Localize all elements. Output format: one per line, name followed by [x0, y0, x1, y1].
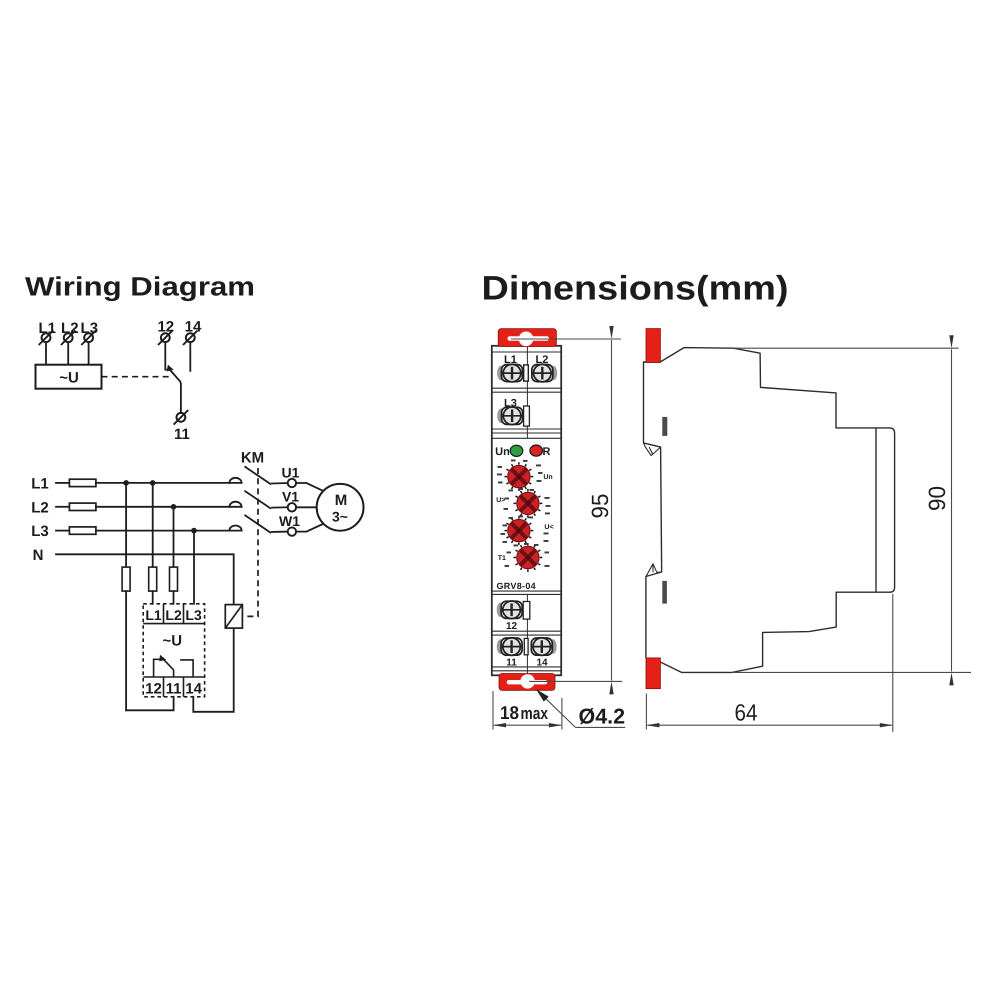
svg-text:M: M: [335, 492, 348, 509]
svg-text:12: 12: [145, 680, 162, 697]
svg-text:U1: U1: [282, 465, 300, 481]
svg-text:W1: W1: [279, 513, 300, 529]
svg-text:11: 11: [506, 658, 517, 669]
svg-text:11: 11: [174, 426, 190, 443]
svg-text:Dimensions(mm): Dimensions(mm): [482, 270, 789, 308]
svg-text:~U: ~U: [163, 633, 183, 650]
svg-text:L2: L2: [165, 607, 182, 623]
svg-text:KM: KM: [241, 450, 264, 467]
svg-text:12: 12: [157, 319, 174, 336]
svg-text:14: 14: [185, 680, 202, 697]
svg-text:L2: L2: [535, 354, 548, 366]
svg-text:V1: V1: [282, 489, 299, 505]
svg-text:95: 95: [587, 494, 613, 519]
svg-text:14: 14: [185, 319, 202, 336]
svg-text:R: R: [543, 446, 551, 458]
svg-text:90: 90: [924, 486, 950, 511]
svg-text:12: 12: [506, 621, 518, 632]
svg-text:L1: L1: [31, 475, 49, 492]
svg-text:N: N: [33, 547, 44, 564]
svg-text:L3: L3: [185, 607, 202, 623]
svg-text:14: 14: [536, 658, 548, 669]
svg-text:Ø4.2: Ø4.2: [579, 705, 626, 729]
svg-text:Un: Un: [543, 474, 552, 481]
svg-text:U>: U>: [496, 497, 505, 504]
svg-text:L1: L1: [504, 354, 517, 366]
svg-text:Un: Un: [495, 446, 510, 458]
svg-text:max: max: [521, 704, 549, 723]
svg-text:Wiring Diagram: Wiring Diagram: [25, 272, 255, 302]
svg-text:11: 11: [166, 680, 182, 697]
svg-text:64: 64: [735, 700, 758, 726]
svg-text:L1: L1: [145, 607, 162, 623]
svg-text:T1: T1: [498, 555, 506, 562]
svg-text:GRV8-04: GRV8-04: [497, 581, 536, 591]
svg-text:18: 18: [500, 702, 519, 723]
svg-text:L2: L2: [31, 499, 49, 516]
svg-text:L3: L3: [31, 523, 49, 540]
svg-text:U<: U<: [544, 524, 553, 531]
svg-text:~U: ~U: [59, 370, 79, 387]
svg-text:3~: 3~: [332, 509, 348, 525]
